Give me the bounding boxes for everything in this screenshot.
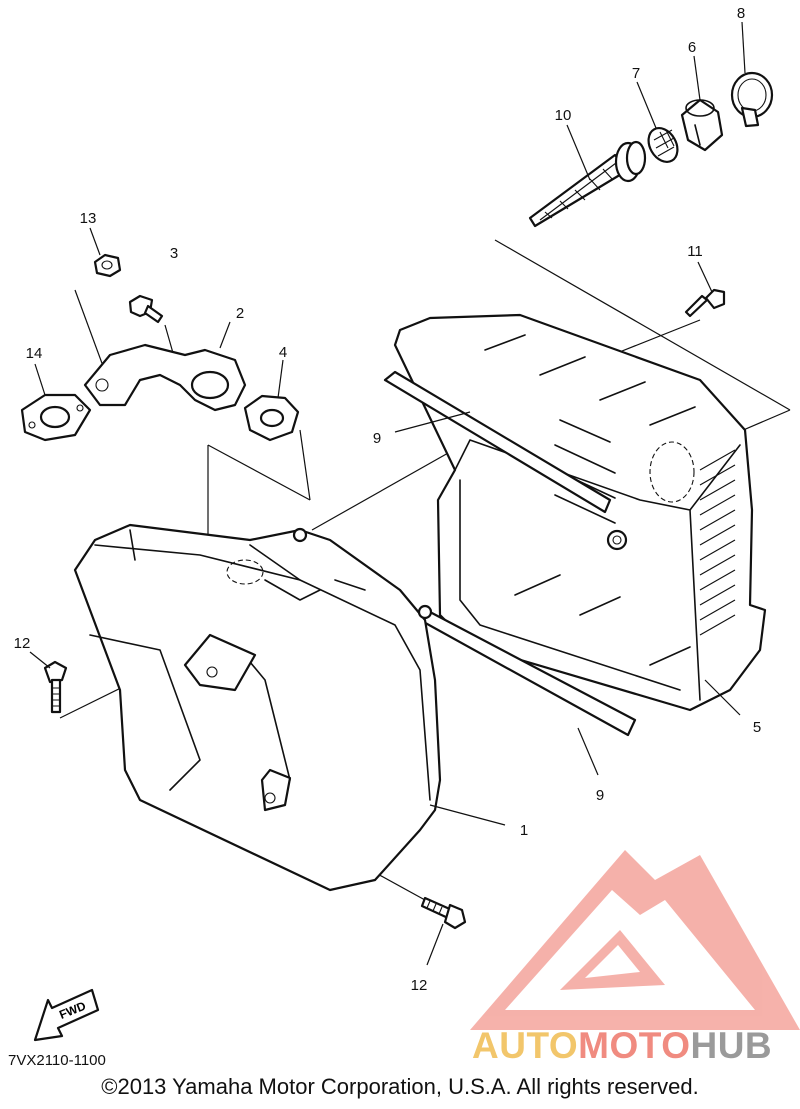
- watermark-brand: AUTOMOTOHUB: [472, 1024, 772, 1068]
- callout-2: 2: [236, 305, 244, 322]
- part-6-sleeve: [680, 98, 724, 152]
- part-12-bolt-left: [43, 660, 68, 714]
- part-8-clamp: [730, 71, 774, 128]
- callout-7: 7: [632, 65, 640, 82]
- callout-9-upper: 9: [373, 430, 381, 447]
- callout-1: 1: [520, 822, 528, 839]
- callout-14: 14: [26, 345, 43, 362]
- fwd-arrow: FWD: [33, 988, 100, 1042]
- callout-3: 3: [170, 245, 178, 262]
- part-5-muffler-cover: [393, 313, 767, 712]
- callout-8: 8: [737, 5, 745, 22]
- callout-4: 4: [279, 344, 287, 361]
- part-10-spark-arrester: [528, 140, 647, 228]
- part-14-gasket: [20, 393, 92, 442]
- part-3-bolt: [128, 294, 164, 324]
- callout-labels: 1 2 3 4 5 6 7 8 9 9 10 11 12 12 13 14: [14, 5, 762, 994]
- callout-10: 10: [555, 107, 572, 124]
- callout-9-lower: 9: [596, 787, 604, 804]
- part-2-exhaust-pipe: [83, 343, 247, 412]
- copyright-notice: ©2013 Yamaha Motor Corporation, U.S.A. A…: [101, 1074, 699, 1099]
- part-1-muffler-body: [73, 523, 442, 892]
- callout-11: 11: [687, 243, 703, 260]
- document-code: 7VX2110-1100: [8, 1052, 106, 1069]
- part-11-bolt: [684, 288, 726, 318]
- callout-12-left: 12: [14, 635, 31, 652]
- watermark-part1: AUTO: [472, 1025, 579, 1066]
- part-7-screen: [647, 127, 679, 163]
- callout-6: 6: [688, 39, 696, 56]
- callout-12-right: 12: [411, 977, 428, 994]
- watermark-part2: MOTO: [578, 1025, 691, 1066]
- callout-13: 13: [80, 210, 97, 227]
- part-12-bolt-right: [420, 896, 467, 930]
- callout-leaders: [29, 21, 746, 966]
- watermark-logo: [470, 850, 800, 1030]
- watermark-part3: HUB: [690, 1025, 773, 1066]
- callout-5: 5: [753, 719, 761, 736]
- part-4-gasket: [243, 394, 300, 442]
- part-9-gasket-upper: [383, 370, 612, 514]
- part-13-nut: [93, 253, 122, 278]
